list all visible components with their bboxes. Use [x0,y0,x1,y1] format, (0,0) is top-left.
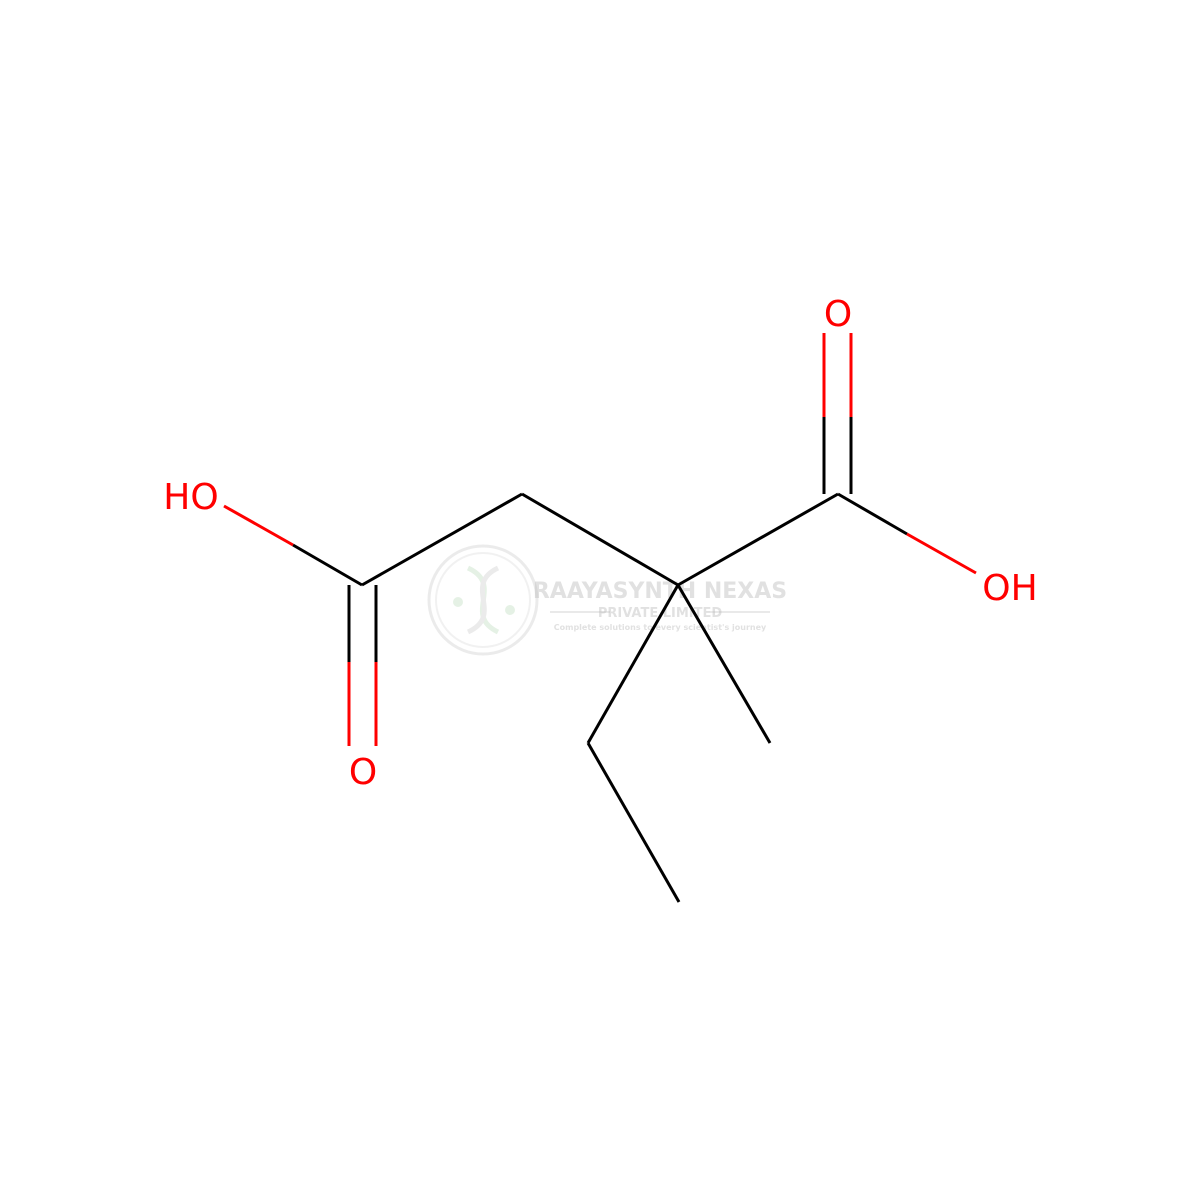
atom-label-left-carbonyl-oxygen: O [349,752,377,793]
bond-c4-oh-red [906,532,977,575]
atom-label-right-carbonyl-oxygen: O [824,294,852,335]
bond-c1-oh-red [223,504,294,547]
atom-label-right-hydroxyl: OH [982,568,1037,609]
bond-cq-ethyl [586,584,680,744]
bond-cq-methyl [676,584,772,744]
watermark-tagline: Complete solutions to every scientist's … [554,623,767,632]
atom-label-left-hydroxyl: HO [163,477,218,518]
bond-c1-oh-black [292,543,363,587]
bond-ethyl-ch3 [586,742,681,903]
bond-c1-ch2 [361,492,523,587]
watermark-company: RAAYASYNTH NEXAS [533,579,787,604]
bond-cq-c4 [677,492,839,587]
bond-ch2-cq [521,492,679,587]
atom-labels: HO O O OH [163,294,1037,793]
watermark: RAAYASYNTH NEXAS PRIVATE LIMITED Complet… [427,544,787,656]
bonds [223,333,977,903]
bond-c4-oh-black [837,492,908,536]
watermark-logo-icon [427,544,539,656]
